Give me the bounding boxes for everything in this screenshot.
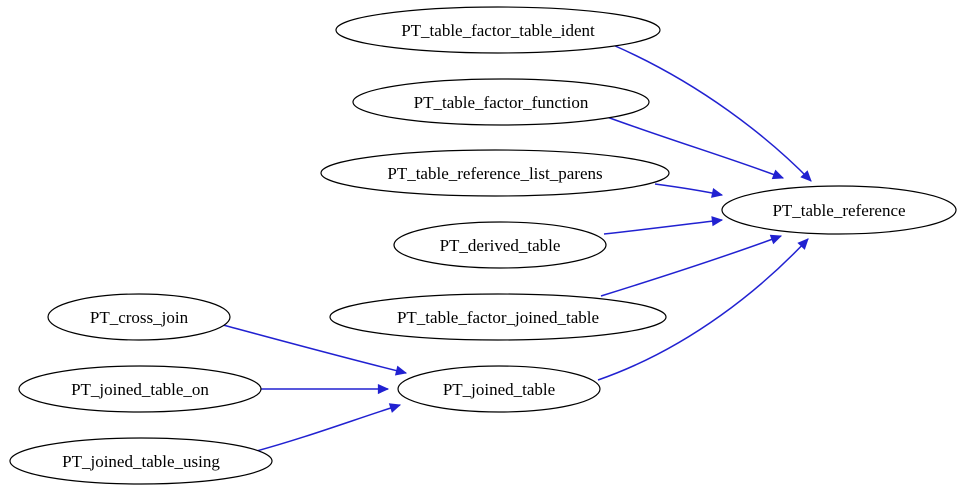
- edge-PT_joined_table-to-PT_table_reference: [597, 238, 809, 381]
- node-PT_derived_table: PT_derived_table: [393, 221, 607, 269]
- edges-layer: [222, 44, 812, 453]
- edge-PT_table_factor_joined_table-to-PT_table_reference: [600, 234, 783, 297]
- node-PT_table_factor_joined_table: PT_table_factor_joined_table: [329, 293, 667, 341]
- node-PT_table_factor_table_ident: PT_table_factor_table_ident: [335, 6, 661, 54]
- node-label: PT_table_factor_function: [414, 93, 589, 112]
- edge-PT_cross_join-to-PT_joined_table: [222, 324, 408, 376]
- nodes-layer: PT_table_factor_table_ident PT_table_fac…: [9, 6, 957, 485]
- node-ellipse: [352, 78, 650, 126]
- node-label: PT_joined_table: [443, 380, 555, 399]
- node-ellipse: [721, 185, 957, 235]
- node-ellipse: [393, 221, 607, 269]
- node-ellipse: [18, 365, 262, 413]
- node-ellipse: [397, 365, 601, 413]
- node-PT_table_reference: PT_table_reference: [721, 185, 957, 235]
- node-label: PT_table_factor_table_ident: [401, 21, 595, 40]
- node-ellipse: [9, 437, 273, 485]
- node-label: PT_derived_table: [440, 236, 561, 255]
- edge-PT_derived_table-to-PT_table_reference: [603, 216, 724, 235]
- node-ellipse: [47, 293, 231, 341]
- edge-PT_table_reference_list_parens-to-PT_table_reference: [654, 183, 724, 198]
- node-label: PT_joined_table_using: [62, 452, 220, 471]
- node-label: PT_joined_table_on: [71, 380, 209, 399]
- node-PT_cross_join: PT_cross_join: [47, 293, 231, 341]
- node-ellipse: [329, 293, 667, 341]
- node-label: PT_table_reference_list_parens: [387, 164, 602, 183]
- node-label: PT_table_reference: [772, 201, 905, 220]
- node-label: PT_table_factor_joined_table: [397, 308, 599, 327]
- node-PT_joined_table_on: PT_joined_table_on: [18, 365, 262, 413]
- edge-PT_table_factor_table_ident-to-PT_table_reference: [612, 44, 812, 182]
- node-PT_joined_table_using: PT_joined_table_using: [9, 437, 273, 485]
- edge-PT_joined_table_using-to-PT_joined_table: [252, 403, 402, 453]
- node-PT_table_factor_function: PT_table_factor_function: [352, 78, 650, 126]
- node-ellipse: [335, 6, 661, 54]
- node-PT_table_reference_list_parens: PT_table_reference_list_parens: [320, 149, 670, 197]
- node-PT_joined_table: PT_joined_table: [397, 365, 601, 413]
- node-label: PT_cross_join: [90, 308, 189, 327]
- edge-PT_table_factor_function-to-PT_table_reference: [606, 116, 785, 180]
- node-ellipse: [320, 149, 670, 197]
